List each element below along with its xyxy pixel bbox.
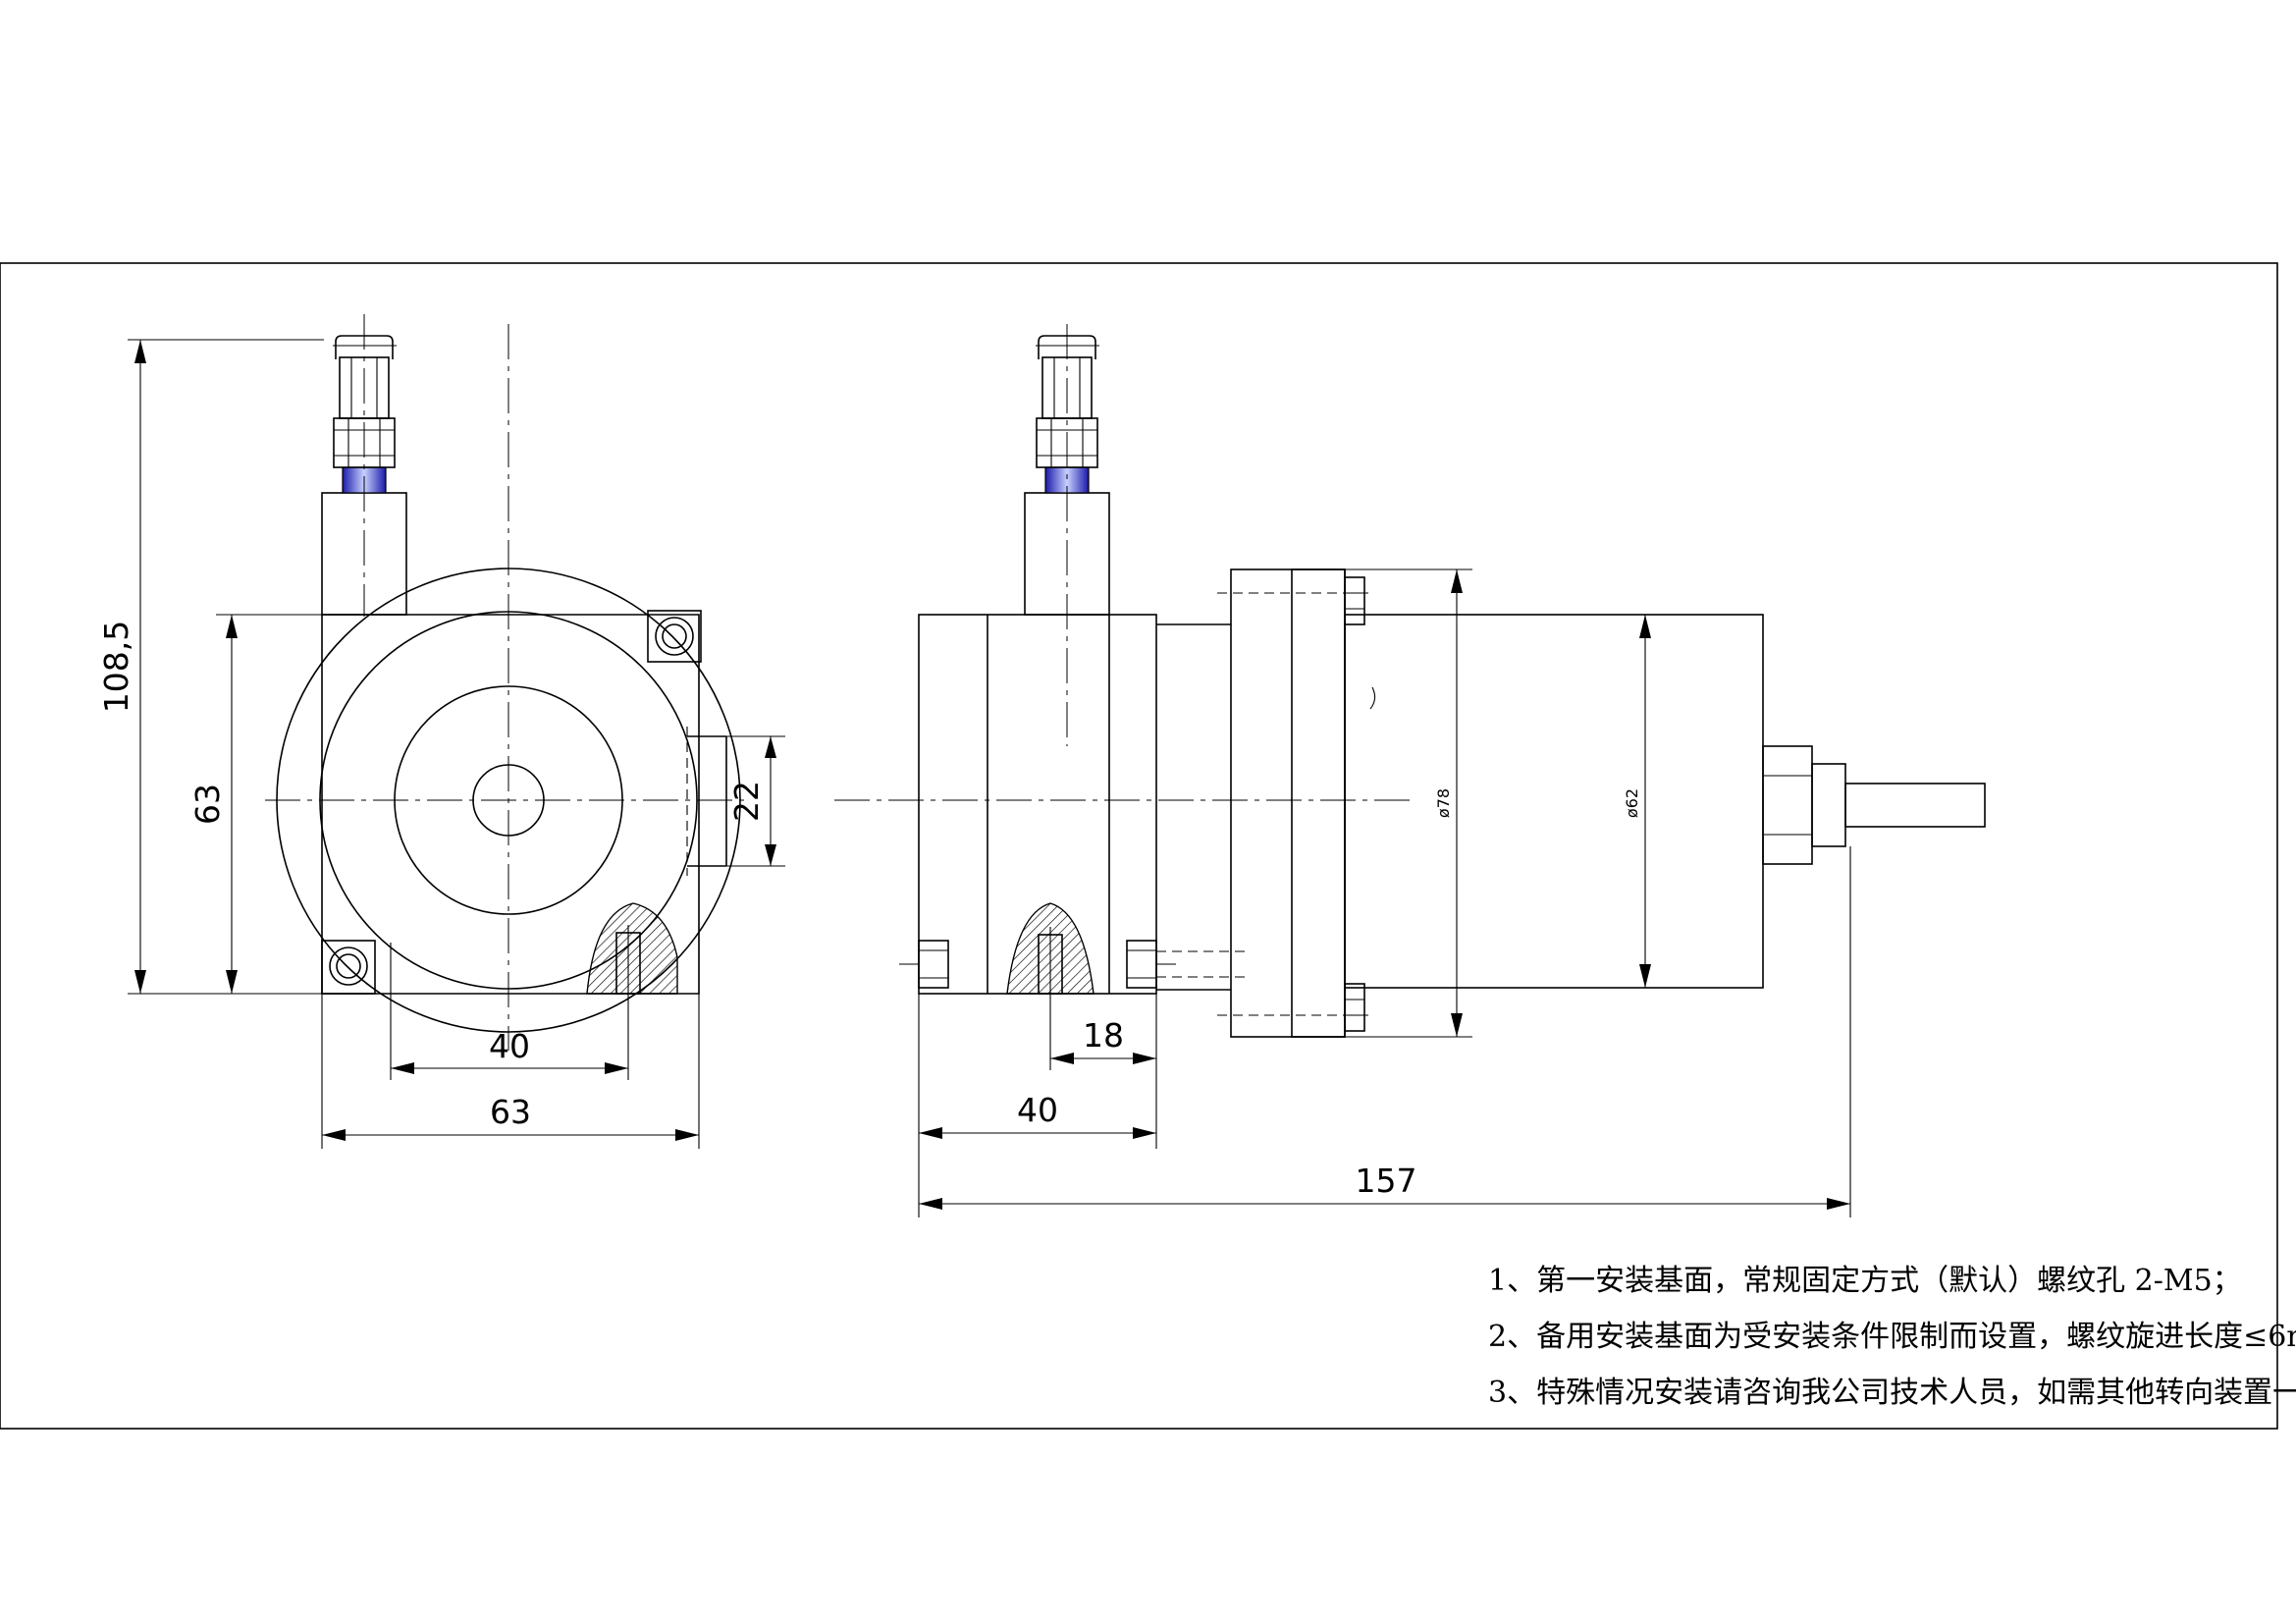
side-motor-body xyxy=(1344,614,1764,989)
side-mount-left xyxy=(918,940,949,989)
dim-front-height: 108,5 xyxy=(97,340,146,994)
dim-side-body-width-label: 40 xyxy=(1017,1091,1058,1129)
dim-total-length: 157 xyxy=(919,1162,1850,1210)
side-flange xyxy=(1230,568,1346,1038)
dim-front-port-width: 22 xyxy=(727,736,776,866)
dim-front-body-width-label: 63 xyxy=(490,1093,531,1131)
front-view: 108,5 63 22 40 63 xyxy=(97,314,785,1149)
front-hatch-section xyxy=(586,902,678,995)
side-hatch-section xyxy=(1006,902,1095,995)
side-flange-bolt-top xyxy=(1217,576,1374,625)
side-cable-gland xyxy=(1762,745,1986,865)
front-mount-hole-bottom xyxy=(321,940,376,995)
side-mount-right xyxy=(1126,940,1157,989)
dim-front-body-height: 63 xyxy=(188,615,238,994)
dim-front-hole-spacing-label: 40 xyxy=(489,1027,530,1065)
dim-side-hole-offset-label: 18 xyxy=(1083,1016,1124,1055)
notes-block: 1、第一安装基面，常规固定方式（默认）螺纹孔 2-M5； 2、备用安装基面为受安… xyxy=(1488,1264,2296,1410)
dim-motor-diameter: ø62 xyxy=(1623,615,1651,988)
side-cable-wire xyxy=(1844,783,1986,828)
dim-front-hole-spacing: 40 xyxy=(391,1027,628,1074)
dim-flange-diameter: ø78 xyxy=(1434,569,1463,1037)
front-side-port xyxy=(686,727,727,876)
note-2: 2、备用安装基面为受安装条件限制而设置，螺纹旋进长度≤6mm； xyxy=(1488,1320,2296,1354)
dim-total-length-label: 157 xyxy=(1356,1162,1417,1200)
drawing-frame xyxy=(0,262,2278,1430)
side-flange-plate xyxy=(1291,568,1346,1038)
front-mount-hole-top xyxy=(647,610,702,663)
dim-front-body-height-label: 63 xyxy=(188,784,227,825)
dim-front-port-width-label: 22 xyxy=(727,781,766,822)
side-view: ø78 ø62 18 40 157 xyxy=(834,324,1986,1217)
note-3: 3、特殊情况安装请咨询我公司技术人员，如需其他转向装置一并提出。 xyxy=(1488,1376,2296,1410)
dim-front-height-label: 108,5 xyxy=(97,621,135,713)
side-flange-bolt-bottom xyxy=(1217,983,1374,1032)
dim-side-hole-offset: 18 xyxy=(1050,1016,1156,1064)
note-1: 1、第一安装基面，常规固定方式（默认）螺纹孔 2-M5； xyxy=(1488,1264,2242,1298)
dim-flange-diameter-label: ø78 xyxy=(1434,788,1453,818)
dim-front-body-width: 63 xyxy=(322,1093,699,1141)
dim-side-body-width: 40 xyxy=(919,1091,1156,1139)
dim-motor-diameter-label: ø62 xyxy=(1623,788,1641,818)
